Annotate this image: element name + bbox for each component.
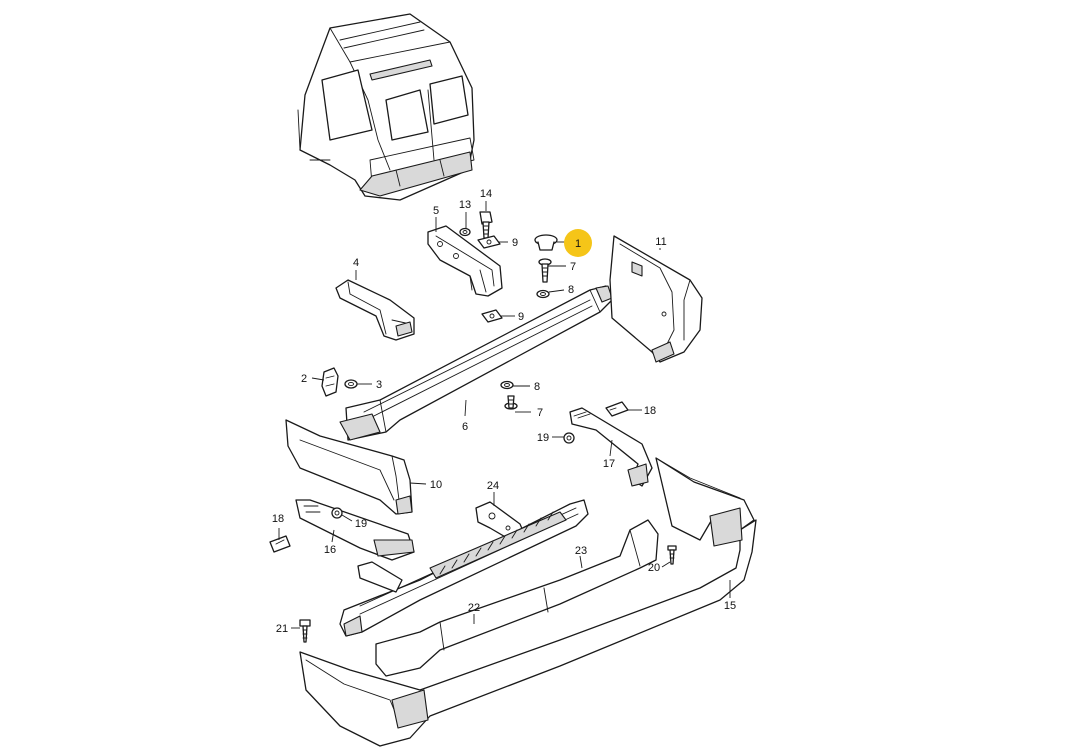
part-7-bolt-lower[interactable]	[504, 395, 518, 410]
part-8-nut-lower[interactable]	[500, 380, 514, 390]
callout-11[interactable]: 11	[655, 236, 666, 248]
part-18-pin-upper[interactable]	[605, 401, 629, 417]
callout-20[interactable]: 20	[648, 562, 660, 574]
callout-2[interactable]: 2	[301, 373, 307, 385]
callout-8-upper[interactable]: 8	[568, 284, 574, 296]
part-8-nut-upper[interactable]	[536, 289, 550, 299]
part-1-cap[interactable]	[534, 234, 558, 251]
callout-9-lower[interactable]: 9	[518, 311, 524, 323]
part-6-bumper-carrier[interactable]	[339, 285, 613, 441]
callout-13[interactable]: 13	[459, 199, 471, 211]
part-21-screw[interactable]	[299, 619, 311, 643]
callout-labels: 1 2 3 4 5 6 7 7 8 8 9 9 10 11 13 14 15 1…	[272, 188, 736, 635]
callout-7-upper[interactable]: 7	[570, 261, 576, 273]
part-4-bracket[interactable]	[335, 279, 415, 341]
part-15-bumper-cover[interactable]	[299, 457, 757, 747]
callout-23[interactable]: 23	[575, 545, 587, 557]
callout-22[interactable]: 22	[468, 602, 480, 614]
part-13-washer[interactable]	[459, 227, 471, 237]
callout-9-upper[interactable]: 9	[512, 237, 518, 249]
callout-18-lower[interactable]: 18	[272, 513, 284, 525]
part-19-nut-lower[interactable]	[331, 507, 343, 519]
callout-17[interactable]: 17	[603, 458, 615, 470]
vehicle-rear-overview	[297, 13, 475, 201]
callout-15[interactable]: 15	[724, 600, 736, 612]
callout-3[interactable]: 3	[376, 379, 382, 391]
selected-part-highlight	[564, 229, 592, 257]
part-2-clip[interactable]	[321, 367, 339, 397]
callout-24[interactable]: 24	[487, 480, 499, 492]
callout-8-lower[interactable]: 8	[534, 381, 540, 393]
callout-16[interactable]: 16	[324, 544, 336, 556]
callout-5[interactable]: 5	[433, 205, 439, 217]
part-16-left-guide[interactable]	[295, 499, 415, 561]
part-5-bracket[interactable]	[427, 225, 503, 297]
callout-19-upper[interactable]: 19	[537, 432, 549, 444]
callout-7-lower[interactable]: 7	[537, 407, 543, 419]
part-3-washer[interactable]	[344, 379, 358, 389]
callout-21[interactable]: 21	[276, 623, 288, 635]
callout-19-lower[interactable]: 19	[355, 518, 367, 530]
callout-10[interactable]: 10	[430, 479, 442, 491]
part-18-pin-lower[interactable]	[269, 535, 291, 553]
callout-18-upper[interactable]: 18	[644, 405, 656, 417]
callout-4[interactable]: 4	[353, 257, 359, 269]
part-9-cage-nut-upper[interactable]	[477, 235, 501, 249]
part-7-bolt-upper[interactable]	[538, 258, 552, 283]
part-20-screw[interactable]	[667, 545, 677, 565]
callout-14[interactable]: 14	[480, 188, 492, 200]
leader-lines	[278, 201, 731, 629]
part-23-bumper-inner[interactable]	[375, 519, 659, 677]
callout-6[interactable]: 6	[462, 421, 468, 433]
part-22-energy-absorber[interactable]	[339, 499, 589, 637]
callout-1[interactable]: 1	[575, 238, 581, 250]
part-11-right-end-cap[interactable]	[609, 235, 703, 363]
part-14-bolt[interactable]	[479, 211, 493, 239]
part-9-cage-nut-lower[interactable]	[481, 309, 503, 323]
part-19-nut-upper[interactable]	[563, 432, 575, 444]
part-17-right-guide[interactable]	[569, 407, 653, 487]
part-10-left-end-cap[interactable]	[285, 419, 413, 515]
